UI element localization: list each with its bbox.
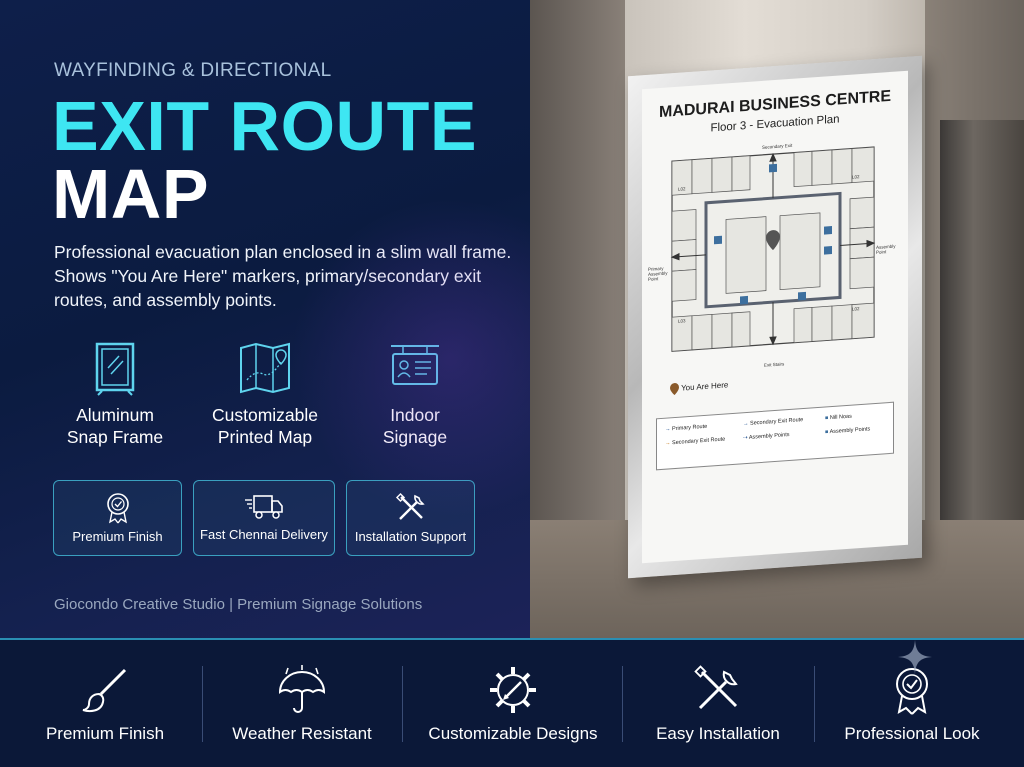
benefit-premium-finish: Premium Finish [30, 664, 180, 744]
hanging-sign-icon [391, 345, 439, 385]
award-icon [896, 668, 928, 715]
legend-assembly: ⇢ Assembly Points [743, 431, 790, 442]
legend-assembly-2: ■ Assembly Points [825, 426, 871, 436]
feature-indoor-signage: Indoor Signage [340, 340, 490, 448]
paintbrush-icon [82, 668, 127, 712]
sparkle-icon [898, 640, 932, 674]
feature-line1: Aluminum [76, 405, 154, 425]
benefit-customizable-designs: Customizable Designs [418, 664, 608, 744]
umbrella-icon [278, 665, 326, 713]
divider [622, 666, 623, 742]
badge-installation-support: Installation Support [346, 480, 475, 556]
benefit-label: Weather Resistant [232, 724, 372, 743]
glass-partition [940, 120, 1024, 540]
feature-line1: Customizable [211, 405, 319, 425]
description: Professional evacuation plan enclosed in… [54, 242, 512, 310]
location-pin-icon [670, 383, 679, 396]
label-assembly-point: Assembly Point [876, 243, 896, 255]
feature-line2: Printed Map [217, 427, 313, 447]
benefit-label: Easy Installation [656, 724, 780, 743]
benefits-bar: Premium Finish Weather Resistant Customi… [0, 638, 1024, 767]
benefit-professional-look: Professional Look [834, 664, 990, 744]
feature-line2: Signage [382, 427, 448, 447]
benefit-easy-installation: Easy Installation [640, 664, 796, 744]
benefit-label: Customizable Designs [428, 724, 598, 743]
you-are-here: You Are Here [670, 379, 729, 396]
benefit-label: Premium Finish [45, 724, 165, 743]
feature-aluminum-frame: Aluminum Snap Frame [40, 340, 190, 448]
badge-label: Premium Finish [72, 529, 163, 544]
truck-icon [245, 495, 283, 519]
map-sheet: MADURAI BUSINESS CENTRE Floor 3 - Evacua… [642, 70, 908, 564]
eyebrow-text: WAYFINDING & DIRECTIONAL [54, 60, 332, 81]
benefit-label: Professional Look [844, 724, 980, 743]
you-are-here-label: You Are Here [681, 380, 729, 393]
frame-icon [95, 342, 135, 396]
hero-panel: WAYFINDING & DIRECTIONAL EXIT ROUTE MAP … [0, 0, 530, 638]
feature-line1: Indoor [390, 405, 440, 425]
map-legend: → Primary Route → Secondary Exit Route →… [656, 401, 894, 471]
label-exit-stairs: Exit Stairs [764, 361, 785, 368]
badge-fast-delivery: Fast Chennai Delivery [193, 480, 335, 556]
room-label: L02 [678, 186, 686, 192]
legend-secondary-exit: → Secondary Exit Route [743, 417, 804, 428]
benefit-weather-resistant: Weather Resistant [222, 664, 382, 744]
legend-secondary: → Secondary Exit Route [665, 436, 726, 447]
feature-line2: Snap Frame [66, 427, 164, 447]
folded-map-icon [240, 342, 290, 394]
gear-pencil-icon [490, 667, 536, 713]
label-primary-assembly: Primary Assembly Point [648, 265, 668, 282]
studio-credit: Giocondo Creative Studio | Premium Signa… [54, 596, 423, 613]
divider [814, 666, 815, 742]
divider [202, 666, 203, 742]
legend-primary: → Primary Route [665, 423, 708, 433]
badge-label: Fast Chennai Delivery [200, 527, 328, 542]
tools-icon [694, 665, 738, 710]
title-line-2: MAP [52, 155, 210, 233]
divider [402, 666, 403, 742]
room-label: L03 [678, 318, 686, 324]
framed-map: MADURAI BUSINESS CENTRE Floor 3 - Evacua… [628, 55, 922, 579]
award-icon [106, 493, 129, 524]
tools-icon [395, 492, 425, 520]
room-label: L02 [852, 306, 860, 312]
feature-printed-map: Customizable Printed Map [190, 340, 340, 448]
badge-premium-finish: Premium Finish [53, 480, 182, 556]
legend-fire: ■ Nill Noas [825, 413, 852, 422]
badge-label: Installation Support [354, 529, 467, 544]
room-label: L02 [852, 174, 860, 180]
title-line-1: EXIT ROUTE [52, 87, 478, 165]
floor-plan [670, 146, 876, 352]
